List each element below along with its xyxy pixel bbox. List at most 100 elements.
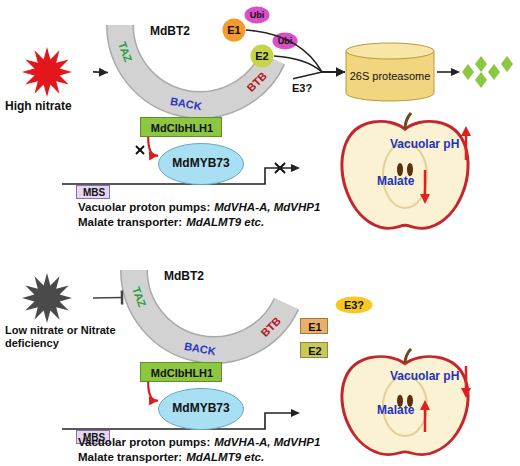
gene-note: MdALMT9 etc. [186,216,264,228]
node-label: MBS [83,187,105,199]
gene-note: Malate transporter: [78,216,182,228]
connector [274,56,345,77]
text-row: Vacuolar proton pumps: MdVHA-A, MdVHP1 [78,201,324,213]
node-ell: MdMYB73 [158,143,244,185]
node-label: MdMYB73 [172,157,229,171]
connector [293,68,345,79]
cylinder-top [346,43,434,59]
gene-note: Vacuolar proton pumps: [78,436,210,448]
connector-line [293,72,345,79]
node-ell: MdMYB73 [158,388,244,430]
text-row: Malate transporter: MdALMT9 etc. [78,451,268,463]
block-mark [275,163,285,173]
node-label: Malate [377,404,414,418]
node-outline [335,348,475,458]
gene-note: MdVHA-A, MdVHP1 [214,436,320,448]
degradation-arrow [437,71,452,73]
connector-line [274,56,345,72]
apple-flesh [342,121,468,228]
arrowhead [336,68,345,77]
node-label: E1 [227,24,240,37]
gene-note: MdALMT9 etc. [186,451,264,463]
ellipse-shape [251,45,274,68]
node-label: Low nitrate or Nitrate deficiency [5,324,120,349]
apple-flesh [342,357,468,455]
node-rect: MdClbHLH1 [140,362,222,382]
arrowhead [336,68,345,77]
node-label: MdClbHLH1 [151,122,213,135]
starburst [22,47,72,97]
apple-stem [405,113,411,129]
protein-arc [120,25,273,105]
connector [93,291,122,305]
node-rect: MBS [76,185,110,199]
node-label: Ubi [250,10,265,20]
arrowhead [99,68,108,77]
protein-arc [134,270,287,350]
block-mark [136,146,144,154]
arrowhead [149,396,158,405]
connector-line [148,382,158,401]
peptide-fragment [475,72,487,88]
starburst [22,273,72,323]
transcription-arrowhead [291,164,300,172]
increase-arrowhead [461,126,471,136]
node-cyl: 26S proteasome [345,42,435,102]
block-mark [275,163,285,173]
node-label: Malate [377,175,414,189]
node-label: MdBT2 [164,270,204,284]
connector [148,137,158,160]
block-mark [136,146,144,154]
node-label: E3? [344,299,364,312]
connector [93,68,108,77]
transcription-arrowhead [291,409,300,417]
peptide-fragment [488,64,500,80]
node-label: E2 [255,50,268,63]
apple-stem [405,349,411,364]
arrowhead [336,68,345,77]
ellipse-shape [245,7,270,24]
node-ell: Ubi [244,6,270,24]
gene-note: MdVHA-A, MdVHP1 [214,201,320,213]
node-label: High nitrate [5,100,72,114]
node-apple: Vacuolar pH Malate [335,112,475,232]
node-star: High nitrate [5,46,93,116]
arrowhead [149,151,158,160]
node-ell: E3? [335,296,373,314]
node-label: MdBT2 [150,25,190,39]
node-label: Ubi [278,36,293,46]
peptide-fragment [501,56,513,72]
node-label: E1 [308,321,321,334]
protein-arc-edge [120,25,273,105]
peptide-fragment [462,64,474,80]
node-apple: Vacuolar pH Malate [335,348,475,458]
ellipse-shape [159,389,244,430]
node-label: 26S proteasome [350,70,431,83]
node-label: MdMYB73 [172,402,229,416]
gene-note: Malate transporter: [78,451,182,463]
node-star: Low nitrate or Nitrate deficiency [5,272,93,354]
ellipse-shape [159,144,244,185]
gene-note: Vacuolar proton pumps: [78,201,210,213]
node-rect: MdClbHLH1 [140,117,222,137]
connector-line [246,30,345,72]
enzyme-label: E3? [292,82,312,95]
connector-line [93,71,108,73]
node-ell: Ubi [272,32,298,50]
connector-line [148,137,158,156]
node-label: MdClbHLH1 [151,367,213,380]
node-rect: E1 [300,318,328,334]
text-row: Vacuolar proton pumps: MdVHA-A, MdVHP1 [78,436,324,448]
node-rect: E2 [300,342,328,358]
ellipse-shape [223,19,246,42]
node-label: Vacuolar pH [390,138,459,152]
node-ell: E2 [250,44,274,68]
node-outline [335,112,475,232]
connector [148,382,158,405]
ellipse-shape [336,297,373,314]
connector-line [93,297,122,299]
text-row: Malate transporter: MdALMT9 etc. [78,216,268,228]
node-label: Vacuolar pH [390,370,459,384]
protein-arc-edge [134,270,287,350]
